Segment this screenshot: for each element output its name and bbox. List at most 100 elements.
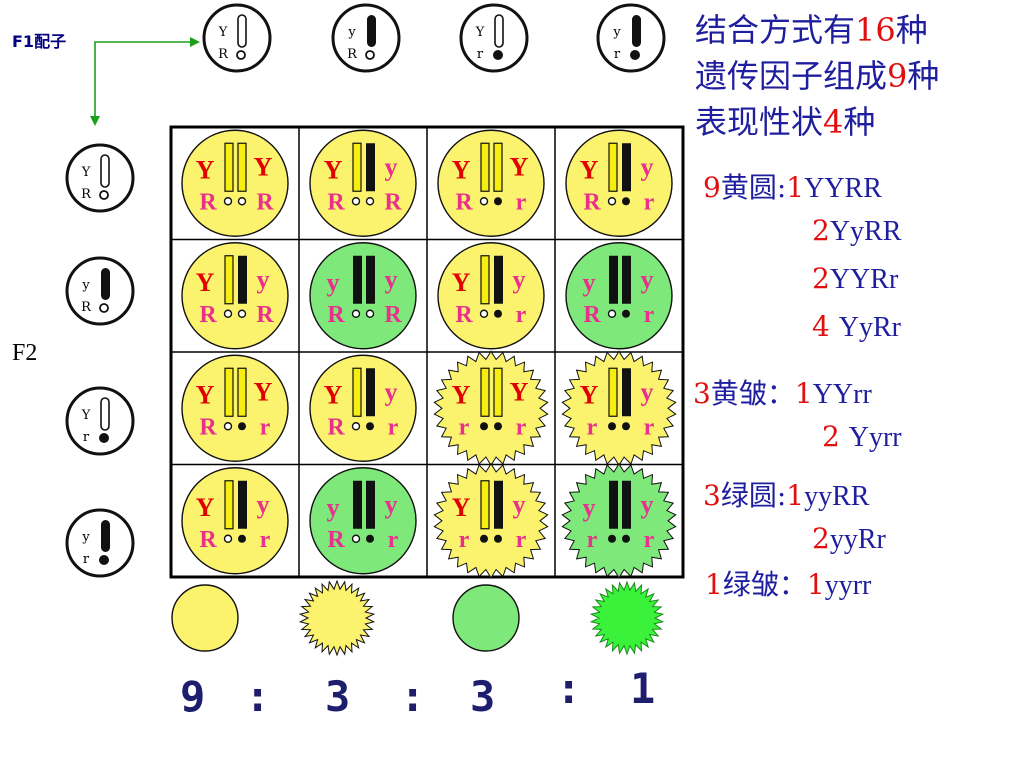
pea-round — [171, 584, 239, 652]
allele-label: r — [388, 414, 399, 440]
allele-label: R — [583, 302, 601, 328]
class-yellow-round: 9黄圆:1YYRR — [703, 171, 882, 204]
allele-label: r — [644, 302, 655, 328]
allele-label: R — [327, 414, 345, 440]
gamete-allele-label: Y — [475, 25, 485, 40]
allele-dot-filled — [608, 534, 616, 543]
allele-dot-open — [365, 197, 375, 206]
allele-label: r — [587, 414, 598, 440]
allele-dot-filled — [494, 197, 502, 206]
gamete-allele-label: y — [347, 25, 356, 40]
allele-dot-filled — [366, 422, 374, 431]
chromosome-yellow — [224, 480, 234, 530]
class-yellow-round-item: 2YyRR — [812, 214, 902, 247]
gamete-circle: Yr — [65, 386, 135, 456]
class-green-round-item: 2yyRr — [812, 522, 886, 555]
gamete-allele-label: Y — [218, 25, 228, 40]
allele-label: Y — [580, 380, 599, 409]
allele-dot-open — [99, 303, 109, 313]
gamete-outline — [65, 508, 135, 578]
chromosome-yellow — [224, 367, 234, 417]
allele-label: R — [256, 189, 274, 215]
gamete-allele-label: r — [83, 552, 90, 567]
allele-dot-filled — [630, 50, 640, 60]
chromosome-black — [494, 480, 503, 529]
summary-line-phenotypes: 表现性状4种 — [695, 103, 876, 141]
chromosome-yellow — [493, 367, 503, 417]
gamete-allele-label: r — [614, 47, 621, 62]
allele-label: R — [327, 527, 345, 553]
class-yellow-wrinkled-item: 2 Yyrr — [822, 420, 902, 453]
summary-line-genotypes: 遗传因子组成9种 — [695, 57, 940, 95]
allele-label: r — [388, 527, 399, 553]
allele-dot-filled — [494, 309, 502, 318]
allele-label: y — [583, 493, 596, 522]
gamete-circle: yR — [331, 3, 401, 73]
gamete-outline — [459, 3, 529, 73]
gamete-allele-label: R — [347, 47, 358, 62]
allele-label: Y — [510, 377, 529, 406]
allele-label: y — [385, 377, 398, 406]
allele-label: R — [256, 302, 274, 328]
chromosome-yellow — [352, 367, 362, 417]
chromosome-yellow — [608, 142, 618, 192]
allele-label: r — [644, 527, 655, 553]
allele-label: y — [385, 265, 398, 294]
allele-label: y — [641, 265, 654, 294]
allele-dot-open — [351, 197, 361, 206]
pea-round — [181, 242, 289, 350]
gamete-allele-label: R — [81, 300, 92, 315]
allele-dot-open — [236, 50, 246, 60]
gamete-circle: yR — [65, 256, 135, 326]
gamete-allele-label: Y — [81, 408, 91, 423]
ratio-value: 1 — [630, 664, 656, 713]
gamete-allele-label: y — [81, 278, 90, 293]
allele-label: r — [644, 189, 655, 215]
allele-label: Y — [580, 155, 599, 184]
chromosome-dark — [101, 520, 110, 552]
allele-dot-filled — [622, 309, 630, 318]
ratio-value: 3 — [325, 672, 351, 721]
allele-label: y — [327, 493, 340, 522]
gamete-outline — [331, 3, 401, 73]
allele-dot-open — [223, 309, 233, 318]
allele-label: R — [199, 414, 217, 440]
pea-round — [309, 467, 417, 575]
allele-label: r — [459, 527, 470, 553]
chromosome-light — [100, 154, 110, 188]
allele-dot-open — [365, 50, 375, 60]
chromosome-yellow — [237, 142, 247, 192]
chromosome-dark — [632, 15, 641, 47]
chromosome-dark — [367, 15, 376, 47]
phenotype-swatch — [298, 579, 376, 657]
allele-label: y — [327, 268, 340, 297]
ratio-separator: : — [400, 672, 426, 721]
chromosome-black — [366, 143, 375, 192]
allele-label: Y — [452, 155, 471, 184]
chromosome-yellow — [608, 367, 618, 417]
allele-label: R — [327, 302, 345, 328]
allele-label: y — [257, 490, 270, 519]
allele-label: r — [516, 302, 527, 328]
pea-round — [437, 242, 545, 350]
allele-dot-open — [99, 190, 109, 200]
allele-dot-open — [479, 197, 489, 206]
gamete-circle: yr — [65, 508, 135, 578]
allele-dot-open — [607, 197, 617, 206]
allele-dot-filled — [493, 50, 503, 60]
class-yellow-round-item: 2YYRr — [812, 262, 899, 295]
allele-dot-open — [223, 197, 233, 206]
chromosome-black — [366, 368, 375, 417]
gamete-allele-label: R — [218, 47, 229, 62]
pea-round — [565, 242, 673, 350]
allele-label: r — [459, 414, 470, 440]
class-green-round: 3绿圆:1yyRR — [703, 479, 870, 512]
chromosome-yellow — [480, 255, 490, 305]
gamete-allele-label: Y — [81, 165, 91, 180]
allele-label: y — [385, 490, 398, 519]
